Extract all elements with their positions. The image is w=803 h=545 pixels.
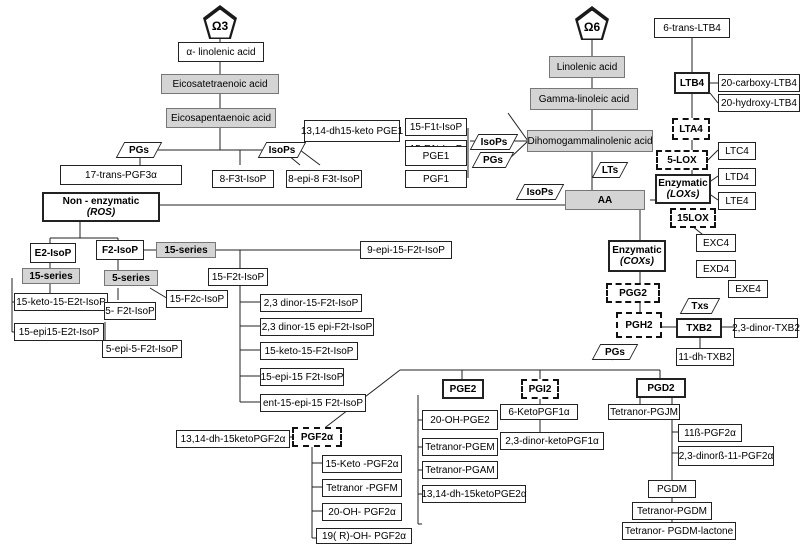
exe4-node: EXE4 bbox=[728, 280, 768, 298]
dinor-keto-pgf1a-node: 2,3-dinor-ketoPGF1α bbox=[500, 432, 604, 450]
enzymatic-cox-node: Enzymatic (COXs) bbox=[608, 240, 666, 272]
pgs-cox-label: PGs bbox=[604, 346, 625, 358]
tetranor-pgam-node: Tetranor-PGAM bbox=[422, 461, 498, 479]
oh20-pgf2a-node: 20-OH- PGF2α bbox=[322, 503, 402, 521]
tetranor-pgfm-node: Tetranor -PGFM bbox=[322, 479, 402, 497]
epi-f3t-isop-node: 8-epi-8 F3t-IsoP bbox=[286, 170, 362, 188]
epi9-node: 9-epi-15-F2t-IsoP bbox=[360, 241, 452, 259]
pgf1-node: PGF1 bbox=[405, 170, 467, 188]
gamma-linoleic-acid: Gamma-linoleic acid bbox=[530, 88, 638, 110]
enzymatic-lox-node: Enzymatic (LOXs) bbox=[655, 174, 711, 204]
non-enzymatic-node: Non - enzymatic (ROS) bbox=[42, 192, 160, 222]
pgdm-node: PGDM bbox=[648, 480, 696, 498]
epi15-node: 15-epi-15 F2t-IsoP bbox=[260, 368, 344, 386]
enzymatic-cox-subtitle: (COXs) bbox=[620, 256, 654, 267]
epi-f5-isop-node: 5-epi-5-F2t-IsoP bbox=[102, 340, 182, 358]
exc4-node: EXC4 bbox=[696, 234, 736, 252]
oh-pge2-node: 20-OH-PGE2 bbox=[422, 410, 498, 430]
e2-isop-node: E2-IsoP bbox=[30, 243, 76, 263]
lox5-node: 5-LOX bbox=[656, 150, 708, 170]
f5-isop-node: 5- F2t-IsoP bbox=[104, 302, 156, 320]
dinor-txb2-node: 2,3-dinor-TXB2 bbox=[732, 318, 800, 338]
tetranor-pgem-node: Tetranor-PGEM bbox=[422, 438, 498, 456]
pgd2-node: PGD2 bbox=[636, 378, 686, 398]
series-15-b: 15-series bbox=[156, 242, 216, 258]
f3t-isop-node: 8-F3t-IsoP bbox=[212, 170, 274, 188]
f2c-isop-node: 15-F2c-IsoP bbox=[166, 290, 228, 308]
n3-pgs-label: PGs bbox=[128, 144, 149, 156]
omega-6-label: Ω6 bbox=[578, 10, 606, 39]
linolenic-acid: Linolenic acid bbox=[549, 56, 625, 78]
epi-e2-node: 15-epi15-E2t-IsoP bbox=[14, 323, 104, 341]
alpha-linolenic-acid: α- linolenic acid bbox=[178, 42, 264, 62]
omega-6-marker: Ω6 bbox=[575, 6, 609, 40]
txb2-node: TXB2 bbox=[676, 318, 722, 338]
non-enzymatic-title: Non - enzymatic bbox=[62, 196, 140, 207]
pgi2-node: PGI2 bbox=[521, 379, 559, 399]
lox15-node: 15LOX bbox=[670, 208, 716, 228]
trans-pgf3-node: 17-trans-PGF3α bbox=[60, 165, 182, 185]
b-pgf2a-node: 11ß-PGF2α bbox=[678, 424, 742, 442]
f2-isop-node: F2-IsoP bbox=[96, 240, 144, 260]
series-5: 5-series bbox=[104, 270, 158, 286]
keto-pge2-node: 13,14-dh-15ketoPGE2α bbox=[421, 485, 527, 503]
pgf2a-node: PGF2α bbox=[292, 427, 342, 447]
lta4-node: LTA4 bbox=[672, 118, 710, 140]
dh-txb2-node: 11-dh-TXB2 bbox=[676, 348, 734, 366]
keto15-node: 15-keto-15-F2t-IsoP bbox=[260, 342, 358, 360]
non-enzymatic-subtitle: (ROS) bbox=[86, 207, 116, 218]
pge1-node: PGE1 bbox=[405, 146, 467, 166]
exd4-node: EXD4 bbox=[696, 260, 736, 278]
tetranor-pgdm-lactone-node: Tetranor- PGDM-lactone bbox=[622, 522, 736, 540]
enzymatic-lox-title: Enzymatic bbox=[658, 178, 708, 189]
trans-ltb4-node: 6-trans-LTB4 bbox=[654, 18, 730, 38]
lte4-node: LTE4 bbox=[718, 192, 756, 210]
n3-pgs-tag: PGs bbox=[120, 142, 158, 158]
hydroxy-ltb4-node: 20-hydroxy-LTB4 bbox=[718, 94, 800, 112]
oh19-pgf2a-node: 19( R)-OH- PGF2α bbox=[316, 528, 412, 544]
carboxy-ltb4-node: 20-carboxy-LTB4 bbox=[718, 74, 800, 92]
ltc4-node: LTC4 bbox=[718, 142, 756, 160]
pgs-cox-tag: PGs bbox=[596, 344, 634, 360]
dinor-15-epi-node: 2,3 dinor-15 epi-F2t-IsoP bbox=[260, 318, 374, 336]
keto15-pgf2a-node: 15-Keto -PGF2α bbox=[322, 455, 402, 473]
f15-isop-node: 15-F2t-IsoP bbox=[208, 268, 268, 286]
tetranor-pgdm-node: Tetranor-PGDM bbox=[632, 502, 712, 520]
aa-node: AA bbox=[565, 190, 645, 210]
keto-pge1-node: 13,14-dh15-keto PGE1 bbox=[301, 120, 403, 142]
dinor-b-pgf2a-node: 2,3-dinorß-11-PGF2α bbox=[678, 446, 774, 466]
dgla-pgs-tag: PGs bbox=[476, 152, 510, 168]
eicosapentaenoic-acid: Eicosapentaenoic acid bbox=[166, 108, 276, 128]
eicosatetraenoic-acid: Eicosatetraenoic acid bbox=[161, 74, 279, 94]
lts-label: LTs bbox=[601, 164, 619, 176]
tetranor-pgjm-node: Tetranor-PGJM bbox=[608, 404, 680, 420]
dgla-isops-tag: IsoPs bbox=[474, 134, 514, 150]
ent-epi15-node: ent-15-epi-15 F2t-IsoP bbox=[260, 394, 366, 412]
dgla-pgs-label: PGs bbox=[482, 154, 503, 166]
pgg2-node: PGG2 bbox=[606, 283, 660, 303]
dinor-15-node: 2,3 dinor-15-F2t-IsoP bbox=[260, 294, 362, 312]
dihomogamma-linolenic-acid: Dihomogammalinolenic acid bbox=[527, 130, 653, 152]
omega-3-label: Ω3 bbox=[206, 9, 234, 38]
series-15-a: 15-series bbox=[22, 268, 80, 284]
txs-tag: Txs bbox=[684, 298, 716, 314]
pge2-node: PGE2 bbox=[442, 379, 484, 399]
ltb4-node: LTB4 bbox=[674, 72, 710, 94]
trans-pgf3-label: 17-trans-PGF3α bbox=[85, 169, 157, 181]
pgh2-node: PGH2 bbox=[616, 312, 662, 338]
enzymatic-lox-subtitle: (LOXs) bbox=[666, 189, 700, 200]
ltd4-node: LTD4 bbox=[718, 168, 756, 186]
dgla-isops-label: IsoPs bbox=[480, 136, 508, 148]
txs-label: Txs bbox=[691, 300, 709, 312]
n3-isops-tag: IsoPs bbox=[262, 142, 302, 158]
lts-tag: LTs bbox=[596, 162, 624, 178]
keto-e2-node: 15-keto-15-E2t-IsoP bbox=[14, 293, 108, 311]
isops-aa-tag: IsoPs bbox=[520, 184, 560, 200]
n3-isops-label: IsoPs bbox=[268, 144, 296, 156]
f1t-isop-node: 15-F1t-IsoP bbox=[405, 118, 467, 136]
keto-pgf1a-node: 6-KetoPGF1α bbox=[500, 404, 578, 420]
isops-aa-label: IsoPs bbox=[526, 186, 554, 198]
keto-dh-pgf2a-node: 13,14-dh-15ketoPGF2α bbox=[176, 430, 290, 448]
enzymatic-cox-title: Enzymatic bbox=[612, 245, 662, 256]
